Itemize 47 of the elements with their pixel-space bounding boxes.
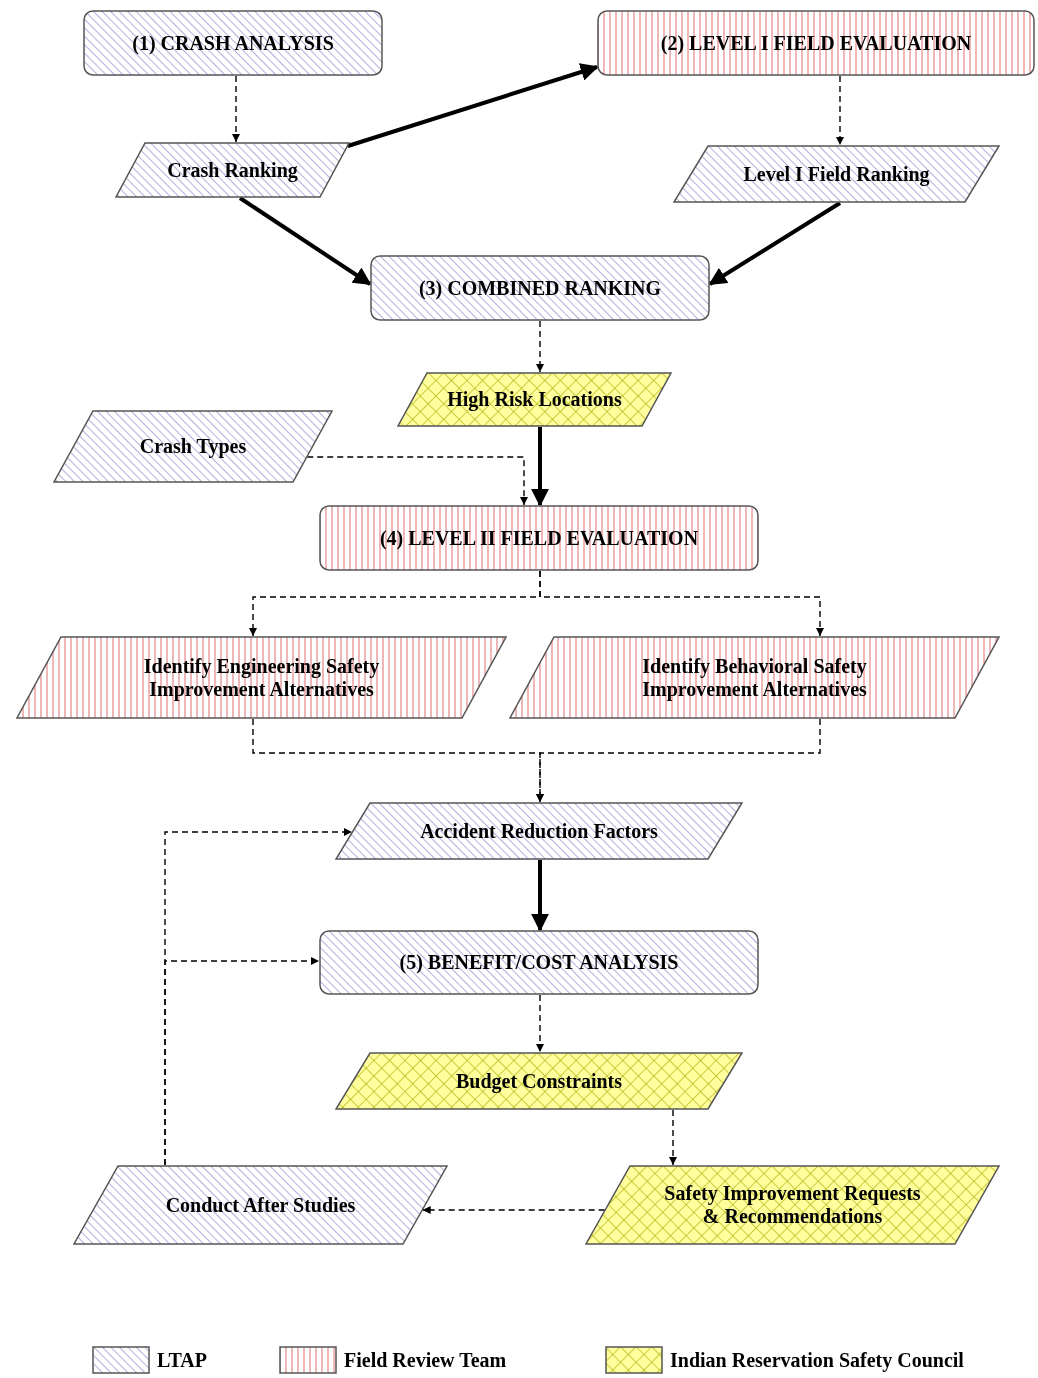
dashed-arrow xyxy=(536,718,821,803)
box-label: Crash Ranking xyxy=(167,158,298,182)
data-parallelogram xyxy=(16,636,507,719)
data-parallelogram xyxy=(335,1052,743,1110)
data-parallelogram xyxy=(509,636,1000,719)
box-label: (5) BENEFIT/COST ANALYSIS xyxy=(399,951,679,974)
thick-arrow xyxy=(531,860,549,932)
data-parallelogram xyxy=(335,802,743,860)
box-label: (1) CRASH ANALYSIS xyxy=(132,31,334,55)
data-parallelogram xyxy=(115,142,350,198)
process-box xyxy=(83,10,383,76)
process-box xyxy=(597,10,1035,76)
data-parallelogram xyxy=(585,1165,1000,1245)
box-label: Conduct After Studies xyxy=(165,1193,356,1217)
process-box xyxy=(370,255,710,321)
dashed-arrow xyxy=(536,320,544,373)
dashed-arrow xyxy=(539,570,824,637)
dashed-arrow xyxy=(164,957,320,1166)
dashed-arrow xyxy=(536,994,544,1053)
box-label: Budget Constraints xyxy=(455,1069,623,1093)
data-parallelogram xyxy=(53,410,333,483)
dashed-arrow xyxy=(836,75,844,146)
thick-arrow xyxy=(531,427,549,507)
dashed-arrow xyxy=(306,456,528,506)
thick-arrow xyxy=(347,63,599,148)
box-label: High Risk Locations xyxy=(447,388,622,411)
data-parallelogram xyxy=(73,1165,448,1245)
legend-label: Field Review Team xyxy=(344,1350,507,1370)
box-label: (4) LEVEL II FIELD EVALUATION xyxy=(379,526,699,550)
thick-arrow xyxy=(238,196,372,286)
dashed-arrow xyxy=(232,75,240,143)
process-box xyxy=(319,505,759,571)
box-label: (3) COMBINED RANKING xyxy=(418,276,662,300)
data-parallelogram xyxy=(673,145,1000,203)
box-label: Crash Types xyxy=(139,435,247,458)
process-box xyxy=(319,930,759,995)
box-label: Identify Behavioral Safety Improvement Alternatives xyxy=(641,654,868,701)
box-label: (2) LEVEL I FIELD EVALUATION xyxy=(660,31,972,55)
legend-label: LTAP xyxy=(157,1350,208,1370)
data-parallelogram xyxy=(397,372,672,427)
box-label: Level I Field Ranking xyxy=(743,162,930,186)
dashed-arrow xyxy=(669,1109,677,1166)
box-label: Accident Reduction Factors xyxy=(420,819,658,843)
legend-label: Indian Reservation Safety Council xyxy=(670,1350,964,1370)
box-label: Safety Improvement Requests & Recommendations xyxy=(663,1182,922,1228)
dashed-arrow xyxy=(422,1206,606,1214)
box-label: Identify Engineering Safety Improvement Alternatives xyxy=(142,654,381,701)
